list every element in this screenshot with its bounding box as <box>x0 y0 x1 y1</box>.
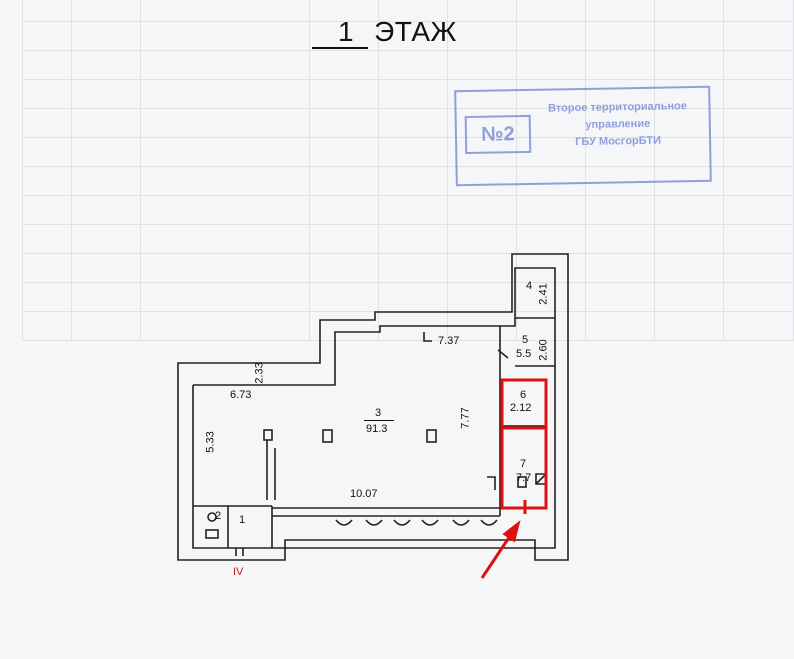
room-1-number: 1 <box>239 514 246 526</box>
dimension-label: 5.33 <box>204 431 217 453</box>
entrance-label: IV <box>233 566 244 578</box>
pointer-arrow <box>480 520 521 579</box>
highlight-frames <box>500 378 548 514</box>
dimension-label: 10.07 <box>350 488 378 500</box>
dimension-label: 2.41 <box>537 283 550 305</box>
dimension-label: 7.77 <box>459 407 472 429</box>
bleed-through-table <box>22 0 794 341</box>
floor-word: ЭТАЖ <box>374 16 457 47</box>
room-6-area: 2.12 <box>510 402 532 414</box>
room-6-number: 6 <box>520 389 527 401</box>
room-3-number: 3 <box>375 407 382 419</box>
dimension-label: 2.60 <box>537 339 550 361</box>
room-7-area: 7.7 <box>516 472 532 484</box>
dimension-label: 6.73 <box>230 389 252 401</box>
room-5-area: 5.5 <box>516 348 532 360</box>
room-3-divider <box>364 420 394 421</box>
room-7-number: 7 <box>520 458 527 470</box>
room-3-area: 91.3 <box>366 423 388 435</box>
room-5-number: 5 <box>522 334 529 346</box>
highlight-room-6 <box>500 378 548 430</box>
dimension-label: 7.37 <box>438 335 460 347</box>
walls <box>177 253 569 561</box>
floor-number: 1 <box>312 17 369 49</box>
dimension-label: 2.33 <box>253 362 266 384</box>
room-4-number: 4 <box>526 280 533 292</box>
room-2-number: 2 <box>215 510 222 522</box>
